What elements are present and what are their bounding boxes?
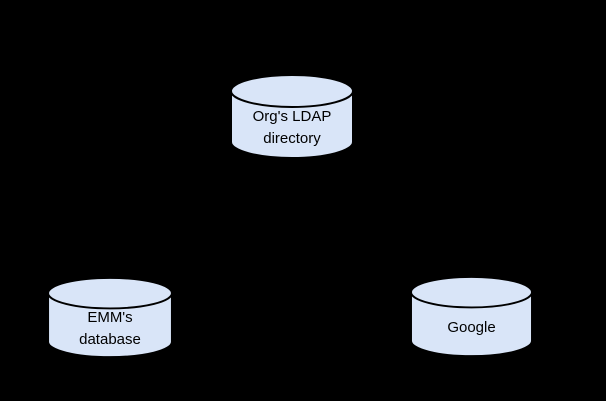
node-label-line: Google [447,318,496,336]
node-label-google: Google [409,275,534,358]
node-label-org-ldap-directory: Org's LDAP directory [229,73,355,160]
node-label-emm-database: EMM's database [46,276,174,359]
node-emm-database: EMM's database [46,276,174,359]
database-cylinder-icon [409,275,534,358]
node-label-line: database [79,330,141,348]
node-google: Google [409,275,534,358]
node-label-line: Org's LDAP [252,107,332,125]
node-label-line: directory [263,129,321,147]
database-cylinder-icon [47,276,173,359]
database-cylinder-icon [230,74,354,159]
node-org-ldap-directory: Org's LDAP directory [229,73,355,160]
node-label-line: EMM's [87,308,133,326]
